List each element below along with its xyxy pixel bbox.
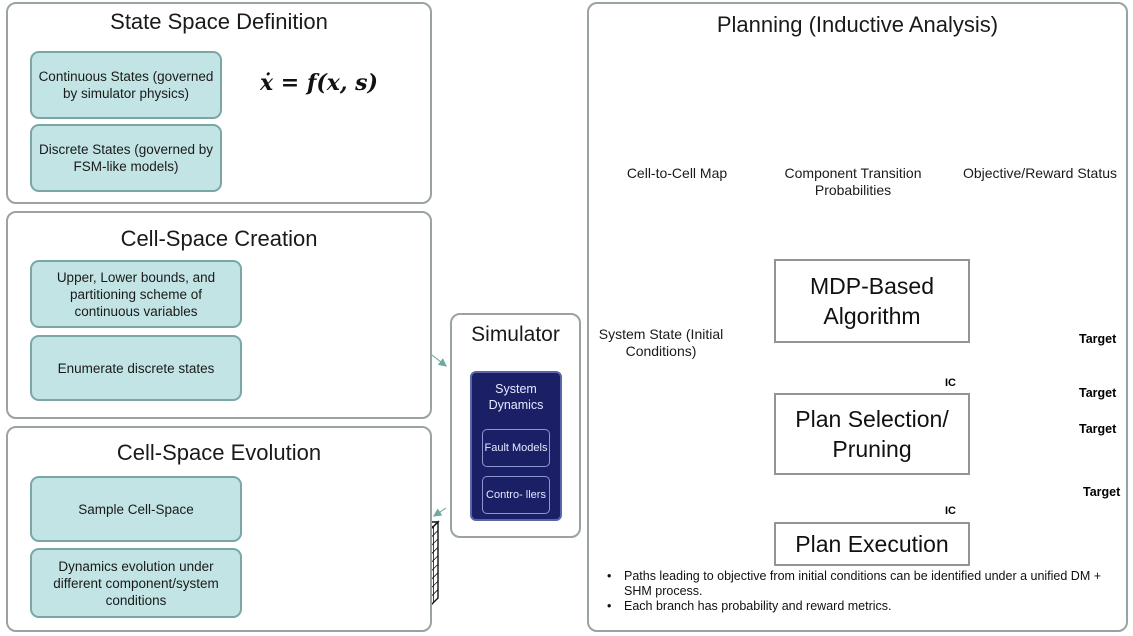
bounds-box: Upper, Lower bounds, and partitioning sc… (30, 260, 242, 328)
discrete-states-box: Discrete States (governed by FSM-like mo… (30, 124, 222, 192)
simulator-panel: Simulator System Dynamics Fault Models C… (450, 313, 581, 538)
fault-models-box: Fault Models (482, 429, 550, 467)
bullet-list: •Paths leading to objective from initial… (604, 569, 1104, 614)
dynamics-evolution-box: Dynamics evolution under different compo… (30, 548, 242, 618)
ic-label-2: IC (945, 505, 956, 517)
mdp-algorithm-box: MDP-Based Algorithm (774, 259, 970, 343)
system-dynamics-box: System Dynamics Fault Models Contro- lle… (470, 371, 562, 521)
objective-label: Objective/Reward Status (962, 165, 1118, 181)
system-dynamics-label: System Dynamics (488, 382, 544, 412)
target-label-4: Target (1083, 485, 1121, 499)
cell-creation-panel: Cell-Space Creation Upper, Lower bounds,… (6, 211, 432, 419)
cell-evolution-title: Cell-Space Evolution (116, 440, 322, 465)
creation-to-simulator-arrow (431, 354, 447, 367)
cell-creation-title: Cell-Space Creation (120, 226, 318, 251)
state-space-title: State Space Definition (110, 9, 328, 34)
enumerate-box: Enumerate discrete states (30, 335, 242, 401)
simulator-to-evolution-arrow (433, 507, 447, 517)
plan-execution-box: Plan Execution (774, 522, 970, 566)
transition-label: Component Transition Probabilities (784, 165, 922, 198)
dynamics-equation: ẋ = f(x, s) (260, 70, 378, 96)
target-label-1: Target (1079, 332, 1117, 346)
simulator-title: Simulator (471, 323, 560, 346)
plan-selection-box: Plan Selection/ Pruning (774, 393, 970, 475)
target-label-2: Target (1079, 386, 1117, 400)
sample-box: Sample Cell-Space (30, 476, 242, 542)
bullet-item-1: •Paths leading to objective from initial… (607, 569, 1102, 598)
cell-evolution-panel: Cell-Space Evolution Sample Cell-Space D… (6, 426, 432, 632)
system-state-label: System State (Initial Conditions) (598, 326, 724, 359)
controllers-box: Contro- llers (482, 476, 550, 514)
bullet-item-2: •Each branch has probability and reward … (607, 599, 892, 613)
planning-title: Planning (Inductive Analysis) (716, 12, 999, 37)
continuous-states-box: Continuous States (governed by simulator… (30, 51, 222, 119)
cell-map-label: Cell-to-Cell Map (626, 165, 728, 181)
target-label-3: Target (1079, 422, 1117, 436)
state-space-panel: State Space Definition Continuous States… (6, 2, 432, 204)
ic-label-1: IC (945, 377, 956, 389)
